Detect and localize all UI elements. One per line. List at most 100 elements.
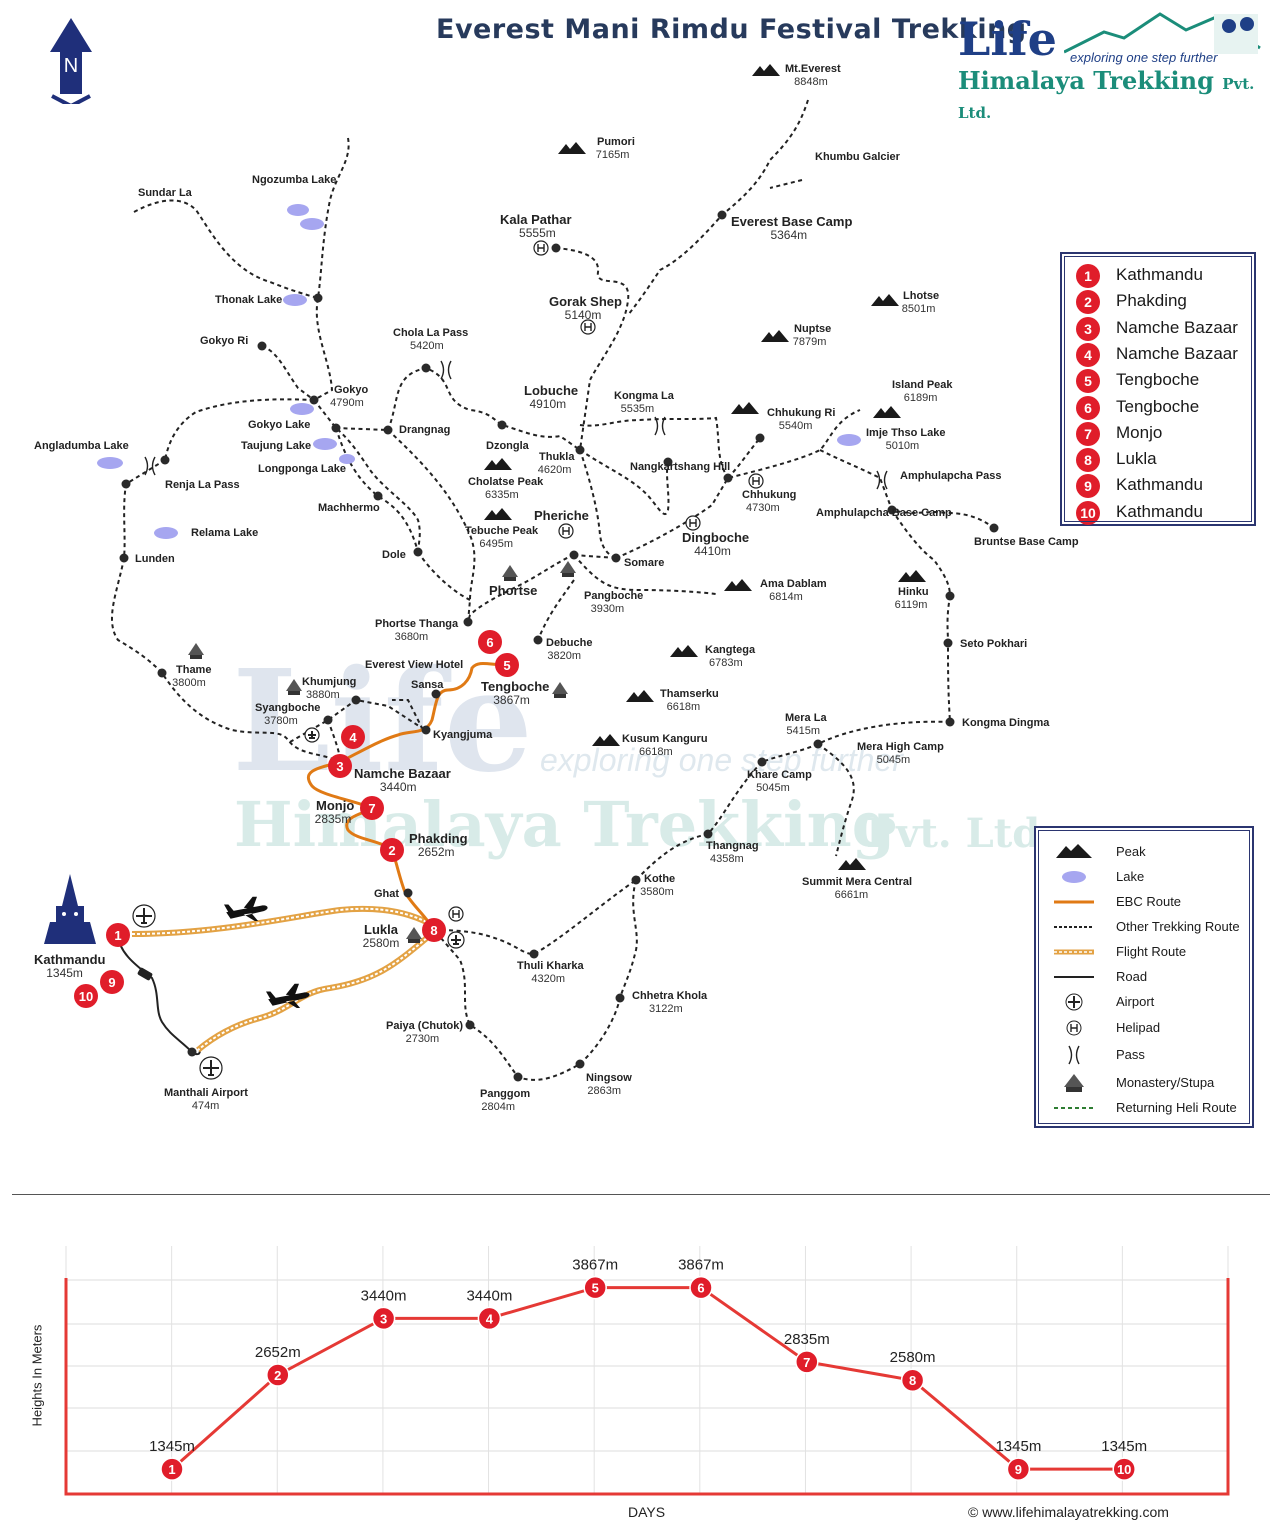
monastery-icon	[502, 565, 518, 581]
elevation-label: 2580m	[890, 1349, 936, 1366]
place-name: Thonak Lake	[215, 294, 282, 306]
place-name: Everest Base Camp	[731, 214, 852, 229]
pass-icon	[144, 456, 156, 476]
place-elevation: 6661m	[835, 889, 869, 901]
place-elevation: 3867m	[493, 693, 530, 707]
waypoint-dot	[119, 553, 129, 563]
elevation-point	[1006, 1457, 1031, 1481]
place-name: Kongma La	[614, 390, 675, 402]
place-taujung-lake: Taujung Lake	[241, 440, 311, 452]
place-name: Nuptse	[794, 323, 831, 335]
place-drangnag: Drangnag	[399, 424, 450, 436]
waypoint-dot	[121, 479, 131, 489]
place-elevation: 6618m	[667, 701, 701, 713]
itinerary-number: 7	[1076, 421, 1100, 446]
elevation-label: 3440m	[466, 1287, 512, 1304]
ebc-route-line	[1054, 900, 1094, 904]
day-number: 6	[697, 1281, 704, 1296]
place-elevation: 2863m	[587, 1085, 621, 1097]
helipad-icon	[748, 473, 764, 489]
place-name: Gorak Shep	[549, 294, 622, 309]
elevation-label: 3867m	[572, 1257, 618, 1274]
place-thonak-lake: Thonak Lake	[215, 294, 282, 306]
legend-row-airport: Airport	[1036, 990, 1252, 1014]
place-elevation: 7165m	[596, 149, 630, 161]
waypoint-dot	[421, 725, 431, 735]
place-elevation: 3122m	[649, 1003, 683, 1015]
place-elevation: 5420m	[410, 340, 444, 352]
monastery-icon	[1064, 1074, 1084, 1092]
place-dzongla: Dzongla	[486, 440, 530, 452]
legend-row-pass: Pass	[1036, 1043, 1252, 1067]
place-name: Gokyo Lake	[248, 419, 310, 431]
elevation-point	[795, 1350, 819, 1374]
place-elevation: 2580m	[363, 936, 400, 950]
helipad-icon	[685, 515, 701, 531]
place-elevation: 6618m	[639, 746, 673, 758]
place-elevation: 2730m	[406, 1033, 440, 1045]
logo-brand: Life	[958, 12, 1057, 66]
stop-number: 9	[108, 975, 115, 990]
place-seto-pokhari: Seto Pokhari	[960, 638, 1027, 650]
legend-row-lake: Lake	[1036, 865, 1252, 889]
place-pheriche: Pheriche	[534, 508, 589, 523]
day-number: 7	[803, 1355, 810, 1370]
place-elevation: 5535m	[621, 403, 655, 415]
peak-icon	[558, 142, 586, 154]
helipad-icon	[580, 319, 596, 335]
other-trekking-routes	[110, 99, 995, 1081]
place-elevation: 5140m	[565, 308, 602, 322]
waypoint-dot	[575, 1059, 585, 1069]
place-name: Monjo	[316, 798, 354, 813]
legend-label: EBC Route	[1116, 894, 1182, 909]
place-name: Gokyo Ri	[200, 335, 248, 347]
stop-marker-2: 2	[380, 838, 404, 862]
elevation-point	[1112, 1457, 1136, 1481]
place-elevation: 4620m	[538, 464, 572, 476]
itinerary-place: Lukla	[1116, 449, 1157, 469]
waypoint-dot	[323, 715, 333, 725]
elevation-label: 1345m	[995, 1438, 1041, 1455]
map-title: Everest Mani Rimdu Festival Trekking	[436, 14, 1027, 45]
waypoint-dot	[611, 553, 621, 563]
lake-icon	[290, 403, 314, 415]
place-sansa: Sansa	[411, 679, 444, 691]
legend-label: Peak	[1116, 844, 1146, 859]
waypoint-dot	[309, 395, 319, 405]
place-name: Kala Pathar	[500, 212, 572, 227]
waypoint-dot	[413, 547, 423, 557]
waypoint-dot	[703, 829, 713, 839]
place-elevation: 3580m	[640, 886, 674, 898]
logo-suffix: Pvt. Ltd.	[958, 75, 1255, 122]
itinerary-number: 9	[1076, 474, 1100, 499]
day-number: 4	[486, 1311, 494, 1326]
place-ngozumba-lake: Ngozumba Lake	[252, 174, 336, 186]
waypoint-dot	[575, 445, 585, 455]
legend-label: Lake	[1116, 869, 1145, 884]
day-number: 1	[168, 1462, 175, 1477]
place-elevation: 5555m	[519, 226, 556, 240]
place-name: Machhermo	[318, 502, 380, 514]
place-relama-lake: Relama Lake	[191, 527, 258, 539]
monastery-icon	[406, 927, 422, 943]
waypoint-dot	[465, 1020, 475, 1030]
place-longponga-lake: Longponga Lake	[258, 463, 346, 475]
